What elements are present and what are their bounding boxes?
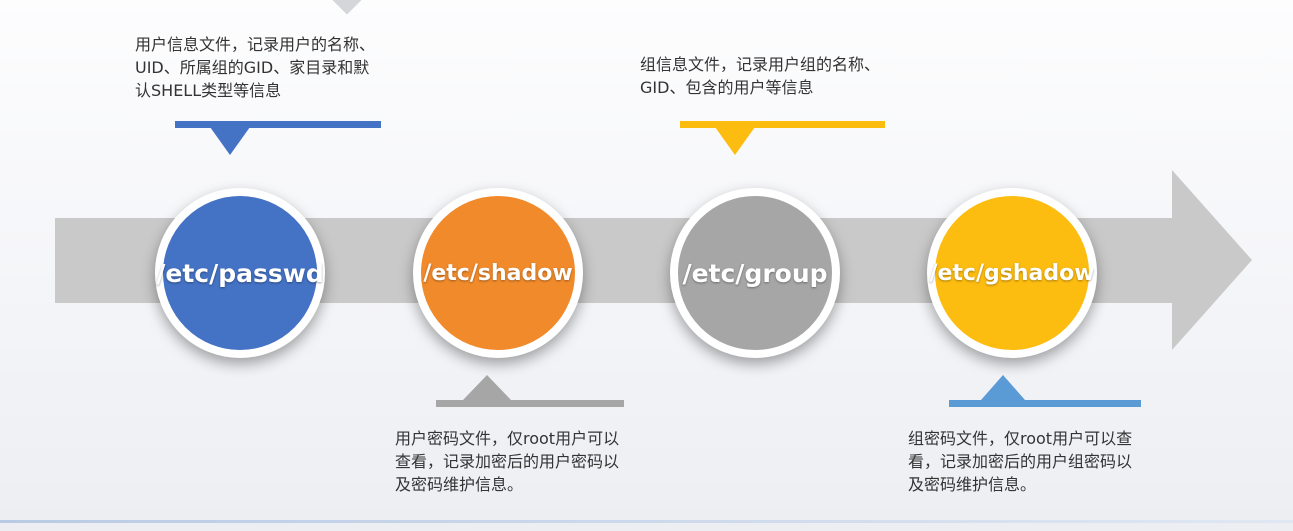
group-node-label: /etc/group (682, 258, 828, 288)
shadow-node-label: /etc/shadow (423, 260, 573, 286)
group-description: 组信息文件，记录用户组的名称、 GID、包含的用户等信息 (640, 53, 880, 99)
shadow-node: /etc/shadow (413, 188, 583, 358)
gshadow-description-line: 组密码文件，仅root用户可以查 (908, 429, 1133, 448)
shadow-description-line: 用户密码文件，仅root用户可以 (395, 429, 620, 448)
group-description-line: 组信息文件，记录用户组的名称、 (640, 55, 881, 74)
passwd-marker-pointer (210, 127, 250, 155)
gshadow-node: /etc/gshadow (927, 188, 1097, 358)
passwd-description-line: 认SHELL类型等信息 (135, 81, 282, 100)
group-marker-pointer (715, 127, 755, 155)
group-marker-bar (680, 121, 885, 128)
bottom-divider (0, 520, 1293, 523)
gshadow-description-line: 及密码维护信息。 (908, 475, 1037, 494)
passwd-node: /etc/passwd (155, 188, 325, 358)
passwd-node-label: /etc/passwd (156, 258, 324, 288)
gshadow-node-label: /etc/gshadow (929, 260, 1095, 286)
shadow-description: 用户密码文件，仅root用户可以 查看，记录加密后的用户密码以 及密码维护信息。 (395, 427, 619, 496)
passwd-description: 用户信息文件，记录用户的名称、 UID、所属组的GID、家目录和默 认SHELL… (135, 33, 375, 102)
gshadow-marker-bar (949, 400, 1141, 407)
gshadow-description: 组密码文件，仅root用户可以查 看，记录加密后的用户组密码以 及密码维护信息。 (908, 427, 1132, 496)
shadow-marker-bar (436, 400, 624, 407)
shadow-description-line: 查看，记录加密后的用户密码以 (395, 452, 620, 471)
group-node: /etc/group (670, 188, 840, 358)
group-description-line: GID、包含的用户等信息 (640, 78, 814, 97)
passwd-marker-bar (175, 121, 381, 128)
gshadow-description-line: 看，记录加密后的用户组密码以 (908, 452, 1133, 471)
timeline-arrow-shape (55, 170, 1252, 350)
passwd-description-line: 用户信息文件，记录用户的名称、 (135, 35, 376, 54)
shadow-description-line: 及密码维护信息。 (395, 475, 524, 494)
gshadow-marker-pointer (981, 375, 1025, 400)
shadow-marker-pointer (463, 375, 511, 400)
passwd-description-line: UID、所属组的GID、家目录和默 (135, 58, 370, 77)
